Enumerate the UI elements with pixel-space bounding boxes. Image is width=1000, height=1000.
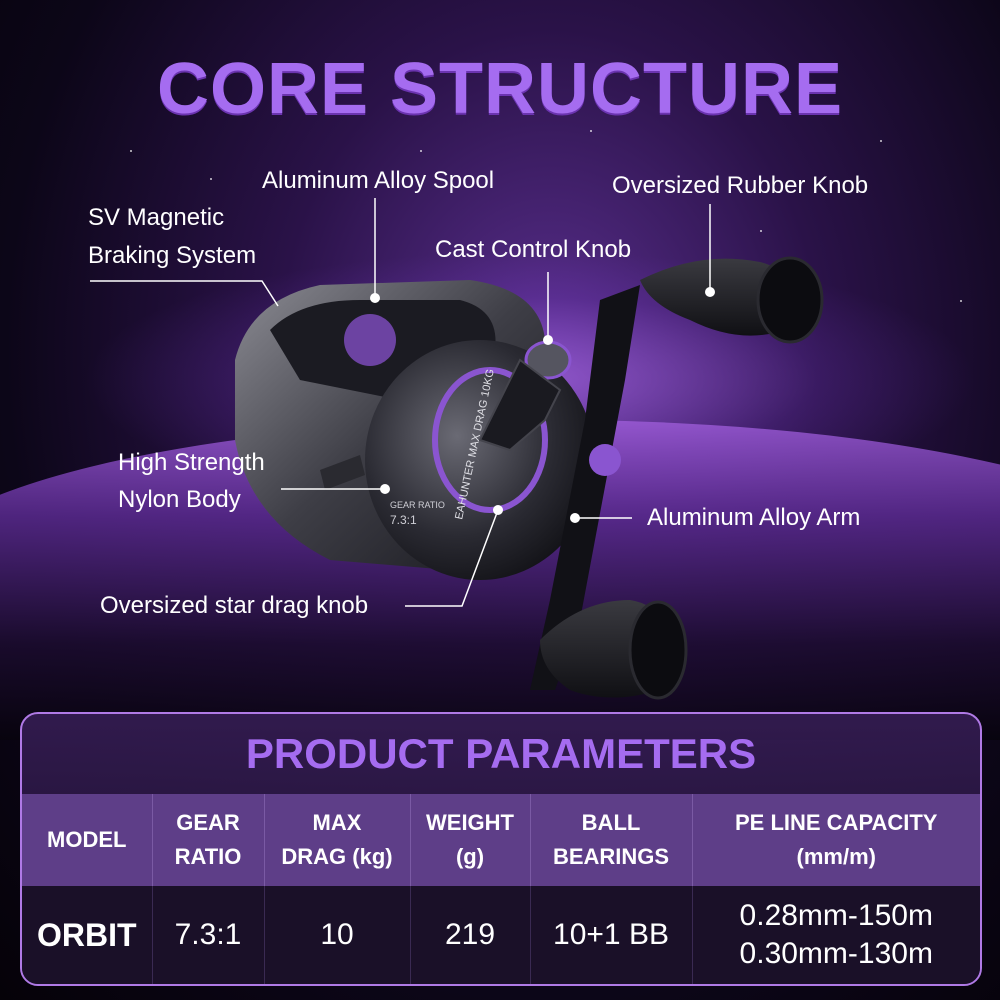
table-header-row: MODEL GEAR RATIO MAX DRAG (kg) WEIGHT (g… <box>22 794 980 886</box>
callout-dot <box>705 287 715 297</box>
star-drag-knob <box>478 358 562 452</box>
header-text: MAX <box>312 810 362 835</box>
callout-dot <box>543 335 553 345</box>
line-capacity-1: 0.28mm-150m <box>739 899 933 932</box>
cell-gear-ratio: 7.3:1 <box>151 886 264 984</box>
header-text: (g) <box>455 844 485 869</box>
star-decoration <box>880 140 882 142</box>
callout-lines <box>90 198 711 607</box>
header-text: DRAG (kg) <box>281 844 393 869</box>
parameters-title: PRODUCT PARAMETERS <box>245 730 757 777</box>
parameters-panel: PRODUCT PARAMETERS MODEL GEAR RATIO MAX <box>20 712 982 986</box>
label-braking-line2: Braking System <box>88 242 257 269</box>
label-body-line2: Nylon Body <box>118 486 241 513</box>
label-cast-control: Cast Control Knob <box>435 236 632 263</box>
parameters-table: MODEL GEAR RATIO MAX DRAG (kg) WEIGHT (g… <box>22 794 980 984</box>
label-rubber-knob: Oversized Rubber Knob <box>612 172 869 199</box>
callout-dot <box>370 293 380 303</box>
header-ball-bearings: BALL BEARINGS <box>529 794 692 886</box>
gear-ratio-engraving-value: 7.3:1 <box>390 513 417 527</box>
braking-leader <box>90 280 279 307</box>
star-drag-leader <box>405 509 499 607</box>
label-body-line1: High Strength <box>118 449 265 476</box>
header-text: BEARINGS <box>552 844 670 869</box>
upper-rubber-knob <box>640 258 790 336</box>
page-title: CORE STRUCTURE <box>156 49 843 129</box>
handle-arm <box>530 285 640 690</box>
header-text: MODEL <box>47 827 127 852</box>
header-max-drag: MAX DRAG (kg) <box>263 794 410 886</box>
label-aluminum-spool: Aluminum Alloy Spool <box>262 167 495 194</box>
callout-dot <box>493 505 503 515</box>
star-decoration <box>760 230 762 232</box>
star-decoration <box>210 178 212 180</box>
cell-weight: 219 <box>409 886 530 984</box>
thumb-bar <box>320 455 365 490</box>
header-text: GEAR <box>176 810 240 835</box>
cell-max-drag: 10 <box>263 886 410 984</box>
header-text: WEIGHT <box>426 810 514 835</box>
header-text: PE LINE CAPACITY <box>734 810 938 835</box>
spool-accent <box>344 314 396 366</box>
header-text: (mm/m) <box>796 844 876 869</box>
callout-dots <box>370 287 715 523</box>
handle-nut <box>589 444 621 476</box>
header-text: RATIO <box>174 844 242 869</box>
table-row: ORBIT 7.3:1 10 219 10+1 BB 0.28mm-150m 0… <box>22 886 980 984</box>
callout-dot <box>380 484 390 494</box>
star-decoration <box>420 150 422 152</box>
header-weight: WEIGHT (g) <box>409 794 530 886</box>
gear-ratio-engraving-label: GEAR RATIO <box>390 500 445 510</box>
cell-ball-bearings: 10+1 BB <box>529 886 692 984</box>
cell-model: ORBIT <box>22 886 152 984</box>
upper-knob-cap <box>756 256 824 344</box>
label-star-drag: Oversized star drag knob <box>100 592 369 619</box>
label-alloy-arm: Aluminum Alloy Arm <box>647 504 861 531</box>
purple-ring <box>432 367 548 513</box>
header-gear-ratio: GEAR RATIO <box>151 794 264 886</box>
header-model: MODEL <box>22 794 152 886</box>
star-decoration <box>960 300 962 302</box>
star-decoration <box>130 150 132 152</box>
lower-knob-cap <box>628 600 688 700</box>
callout-dot <box>570 513 580 523</box>
label-braking-line1: SV Magnetic <box>88 204 225 231</box>
header-line-capacity: PE LINE CAPACITY (mm/m) <box>691 794 980 886</box>
header-text: BALL <box>581 810 641 835</box>
line-capacity-2: 0.30mm-130m <box>739 937 933 970</box>
star-decoration <box>590 130 592 132</box>
cell-line-capacity: 0.28mm-150m 0.30mm-130m <box>691 886 980 984</box>
